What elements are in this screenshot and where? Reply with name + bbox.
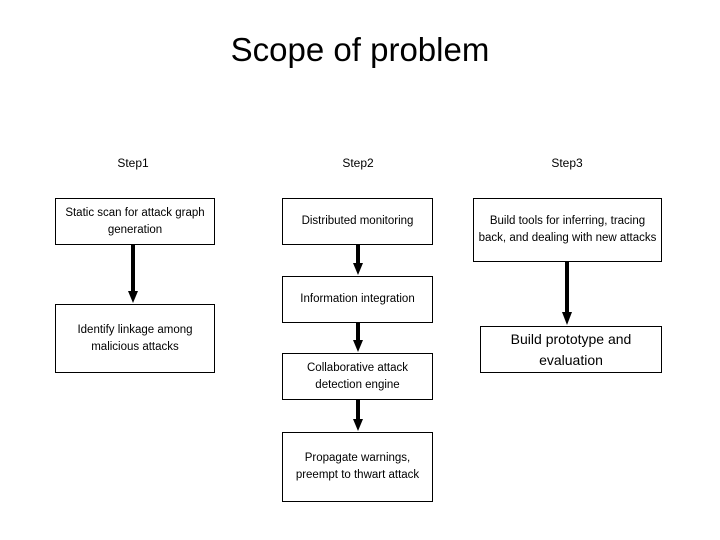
flow-box-step3-2[interactable]: Build prototype and evaluation [480, 326, 662, 373]
step-header-2: Step2 [342, 156, 374, 170]
flow-box-label: Static scan for attack graph generation [65, 206, 205, 236]
arrow-down-icon [351, 400, 365, 432]
flow-box-step2-2[interactable]: Information integration [282, 276, 433, 323]
flow-box-label: Collaborative attack detection engine [307, 361, 408, 391]
flow-box-step1-2[interactable]: Identify linkage among malicious attacks [55, 304, 215, 373]
flow-box-label: Information integration [300, 293, 415, 305]
flow-box-step2-1[interactable]: Distributed monitoring [282, 198, 433, 245]
flow-box-label: Identify linkage among malicious attacks [77, 323, 193, 353]
flow-box-label: Propagate warnings, preempt to thwart at… [295, 452, 420, 481]
arrow-down-icon [560, 262, 574, 326]
arrow-down-icon [351, 245, 365, 276]
arrow-down-icon [126, 245, 140, 304]
step-header-3: Step3 [551, 156, 583, 170]
flow-box-step2-3[interactable]: Collaborative attack detection engine [282, 353, 433, 400]
page-title: Scope of problem [230, 31, 490, 68]
flow-box-step3-1[interactable]: Build tools for inferring, tracing back,… [473, 198, 662, 262]
flow-box-step1-1[interactable]: Static scan for attack graph generation [55, 198, 215, 245]
step-header-1: Step1 [117, 156, 149, 170]
flow-box-label: Build tools for inferring, tracing back,… [478, 215, 657, 244]
flow-box-label: Distributed monitoring [301, 215, 414, 227]
arrow-down-icon [351, 323, 365, 353]
flow-box-step2-4[interactable]: Propagate warnings, preempt to thwart at… [282, 432, 433, 502]
flow-box-label: Build prototype and evaluation [510, 330, 632, 368]
